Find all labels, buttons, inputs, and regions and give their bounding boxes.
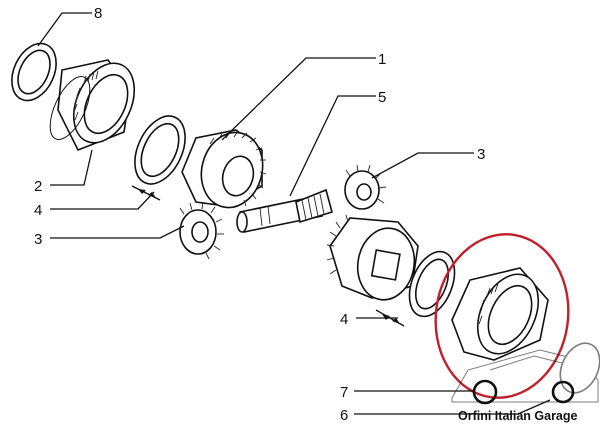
callout-3-right: 3	[477, 146, 485, 163]
callout-labels: 8 1 5 3 2 4 3 4 7 6	[34, 5, 485, 424]
callout-3-left: 3	[34, 231, 42, 248]
bevel-gear-part-3-right	[344, 164, 387, 210]
bevel-gear-part-3-left	[179, 201, 224, 260]
callout-4-lower: 4	[340, 311, 348, 328]
shim-part-4-upper	[134, 115, 186, 185]
callout-6: 6	[340, 407, 348, 424]
car-watermark-drawing	[451, 342, 600, 403]
callout-4-upper: 4	[34, 202, 42, 219]
gear-part-1	[181, 129, 267, 209]
ring-part-7	[472, 379, 498, 405]
highlight-circle	[434, 233, 570, 399]
callout-7: 7	[340, 384, 348, 401]
callout-5: 5	[378, 89, 386, 106]
callout-1: 1	[378, 51, 386, 68]
ring-part-6	[551, 380, 575, 404]
watermark-text: Orfini Italian Garage	[458, 409, 578, 423]
callout-2: 2	[34, 178, 42, 195]
ring-part-8	[11, 42, 57, 102]
callout-8: 8	[94, 5, 102, 22]
leader-lines	[37, 12, 551, 415]
shim-part-4-lower	[408, 250, 456, 318]
bearing-lower-right	[451, 267, 549, 361]
bearing-part-2	[49, 59, 136, 152]
gear-housing-center	[326, 214, 419, 301]
shaft-part-5	[236, 188, 333, 233]
